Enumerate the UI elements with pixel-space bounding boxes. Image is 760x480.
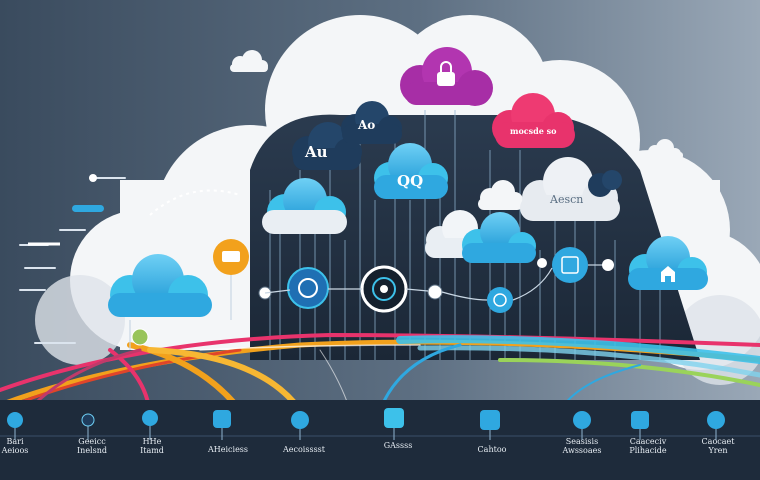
bottom-rule: [0, 435, 760, 437]
central-target-icon: [360, 265, 408, 313]
bottom-node-icon: [291, 411, 309, 440]
globe-node-icon: [487, 287, 513, 313]
bottom-label: Bari Aeioos: [1, 437, 29, 455]
left-node: [89, 174, 97, 182]
bottom-node-icon: [707, 411, 725, 440]
left-pill: [72, 205, 104, 212]
bottom-label: Seasisis Awssoaes: [562, 437, 602, 455]
bottom-label: Caaceciv Plihacide: [629, 437, 667, 455]
dotted-arc: [149, 189, 241, 216]
bottom-node-row: [7, 408, 725, 440]
blue-cloud-mid-left: [262, 178, 347, 234]
bottom-label: AHeiciess: [207, 445, 249, 454]
white-cloud-label: Aescn: [550, 193, 584, 206]
small-node: [131, 258, 614, 346]
pink-cloud-label: mocsde so: [510, 126, 557, 136]
chip-node-icon: [552, 247, 588, 283]
bottom-node-icon: [81, 413, 95, 440]
bottom-node-icon: [631, 411, 649, 440]
dark-cloud-top-label: Ao: [358, 118, 376, 132]
blue-cloud-left: [108, 254, 212, 317]
blue-hub-icon: [287, 267, 329, 309]
orange-hub-icon: [213, 239, 249, 275]
purple-lock-cloud: [400, 47, 493, 106]
bottom-node-icon: [7, 412, 23, 440]
bottom-node-icon: [213, 410, 231, 440]
bottom-label: Cahtoo: [477, 445, 507, 454]
bottom-label: HHe Itamd: [140, 437, 164, 455]
bottom-label: Geeicc Inelsnd: [77, 437, 107, 455]
blue-cloud-label: QQ: [397, 172, 424, 190]
flow-ribbons: [0, 332, 760, 422]
bottom-label: Caocaet Yren: [701, 437, 735, 455]
bottom-node-icon: [142, 410, 158, 440]
blue-cloud-center: [374, 143, 448, 199]
bottom-label: Aecoisssst: [282, 445, 326, 454]
dark-cloud-left-label: Au: [305, 143, 328, 161]
dark-cloud-top: [341, 101, 402, 144]
blue-home-cloud: [628, 236, 708, 290]
small-cloud: [230, 50, 683, 210]
bottom-node-icon: [384, 408, 404, 440]
bottom-label: GAssss: [383, 441, 413, 450]
pink-cloud: [492, 93, 575, 148]
navy-cloud-right: [588, 170, 622, 197]
bottom-node-icon: [480, 410, 500, 440]
dark-cloud-left: [292, 122, 362, 170]
bottom-node-icon: [573, 411, 591, 440]
blue-cloud-mid-right: [462, 212, 536, 263]
connector-lines: [129, 264, 602, 350]
